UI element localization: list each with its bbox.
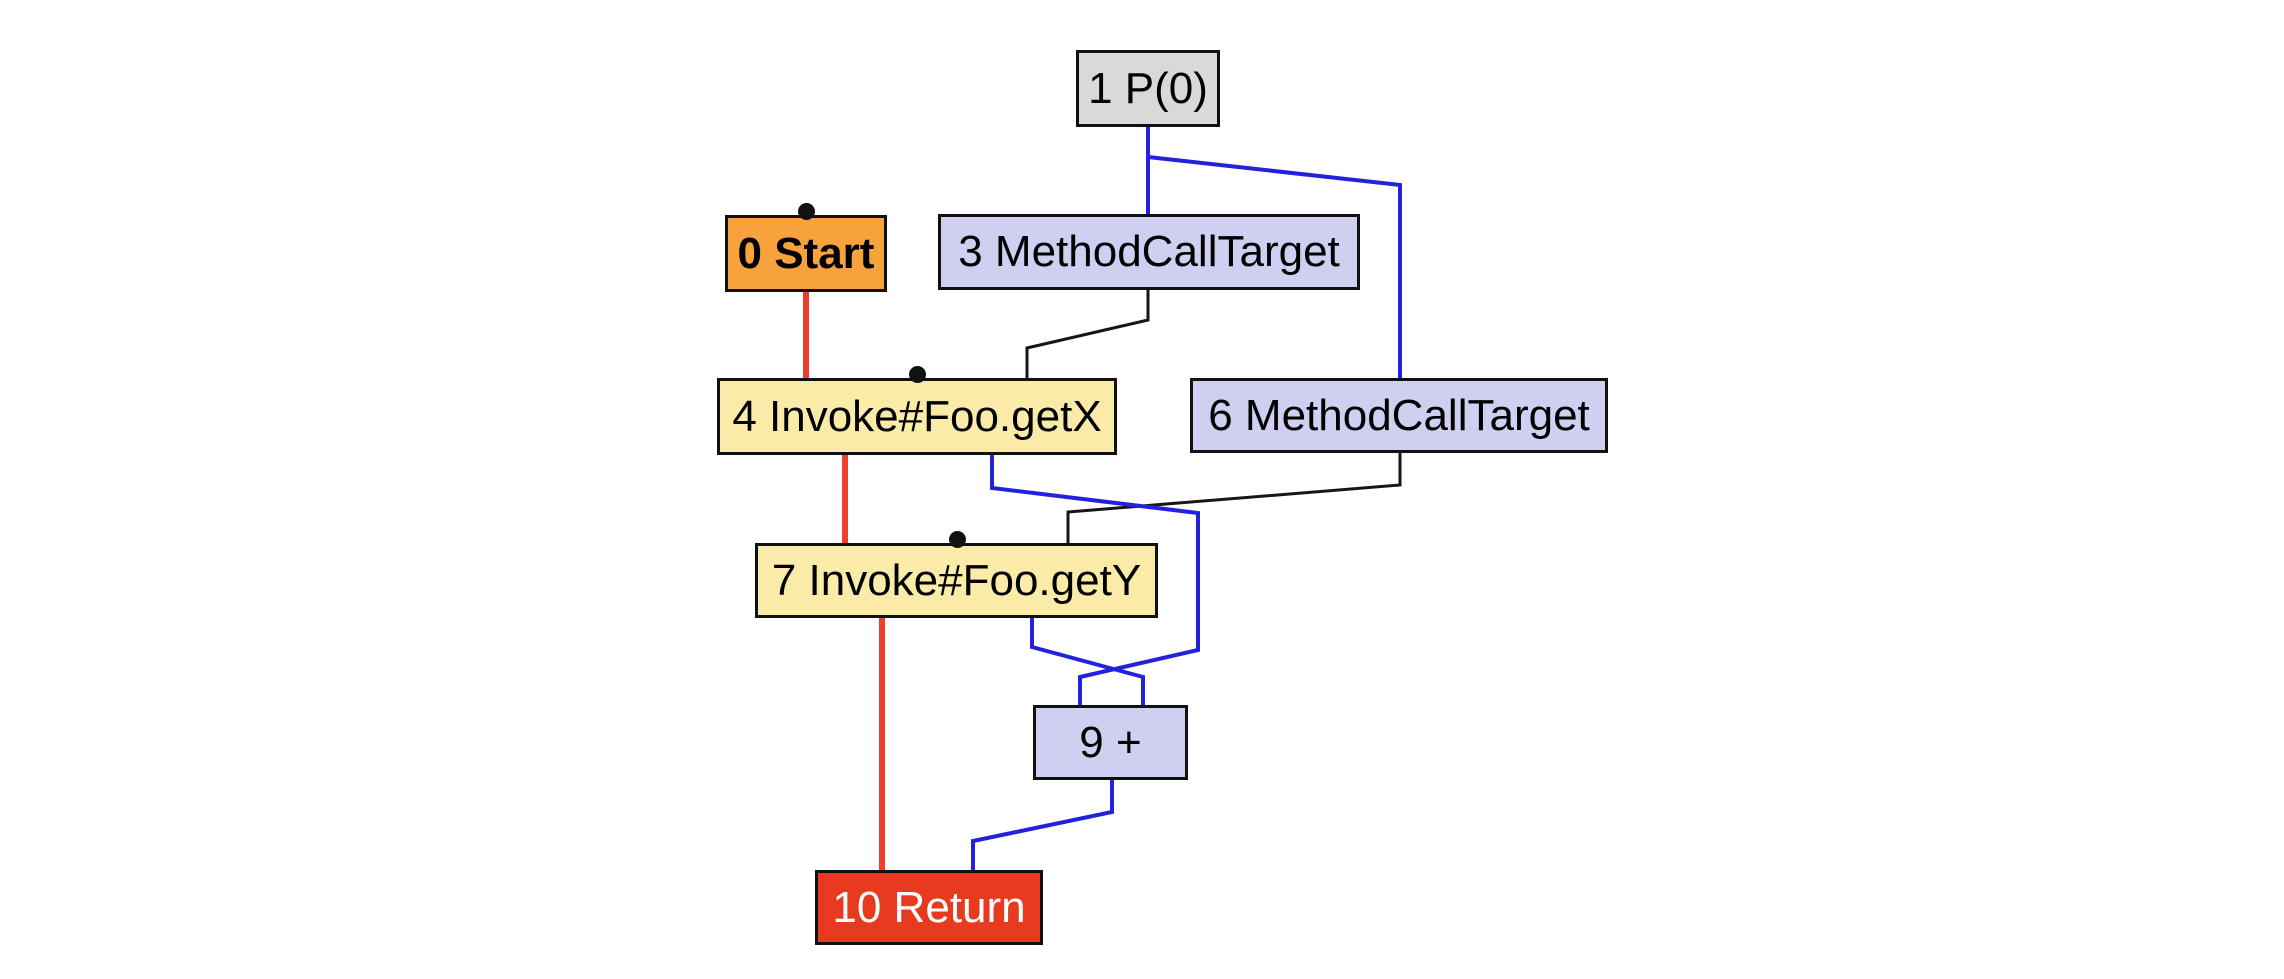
node-add-label: 9 + [1079, 717, 1142, 767]
node-invoke-foo-gety[interactable]: 7 Invoke#Foo.getY [755, 543, 1158, 618]
node-invoke-foo-getx-label: 4 Invoke#Foo.getX [732, 391, 1102, 441]
node-start-label: 0 Start [737, 228, 875, 278]
edge-add-to-return [971, 780, 1114, 870]
node-method-call-target-6-label: 6 MethodCallTarget [1208, 390, 1590, 440]
node-start[interactable]: 0 Start [725, 215, 887, 292]
node-invoke-foo-getx[interactable]: 4 Invoke#Foo.getX [717, 378, 1117, 455]
node-method-call-target-6[interactable]: 6 MethodCallTarget [1190, 378, 1608, 453]
node-method-call-target-3[interactable]: 3 MethodCallTarget [938, 214, 1360, 290]
edge-mct6-to-gety [1066, 453, 1402, 543]
predecessor-dot [798, 203, 815, 220]
edge-p0-to-mct6 [1147, 155, 1402, 378]
node-add[interactable]: 9 + [1033, 705, 1188, 780]
node-return[interactable]: 10 Return [815, 870, 1043, 945]
predecessor-dot [909, 366, 926, 383]
node-invoke-foo-gety-label: 7 Invoke#Foo.getY [771, 555, 1142, 605]
node-return-label: 10 Return [832, 882, 1026, 932]
node-method-call-target-3-label: 3 MethodCallTarget [958, 227, 1340, 276]
edge-gety-to-add [1030, 618, 1145, 705]
edge-mct3-to-getx [1025, 290, 1150, 378]
edge-getx-to-add [990, 455, 1200, 705]
node-param-0-label: 1 P(0) [1088, 63, 1208, 113]
predecessor-dot [948, 531, 966, 548]
node-param-0[interactable]: 1 P(0) [1076, 50, 1220, 127]
